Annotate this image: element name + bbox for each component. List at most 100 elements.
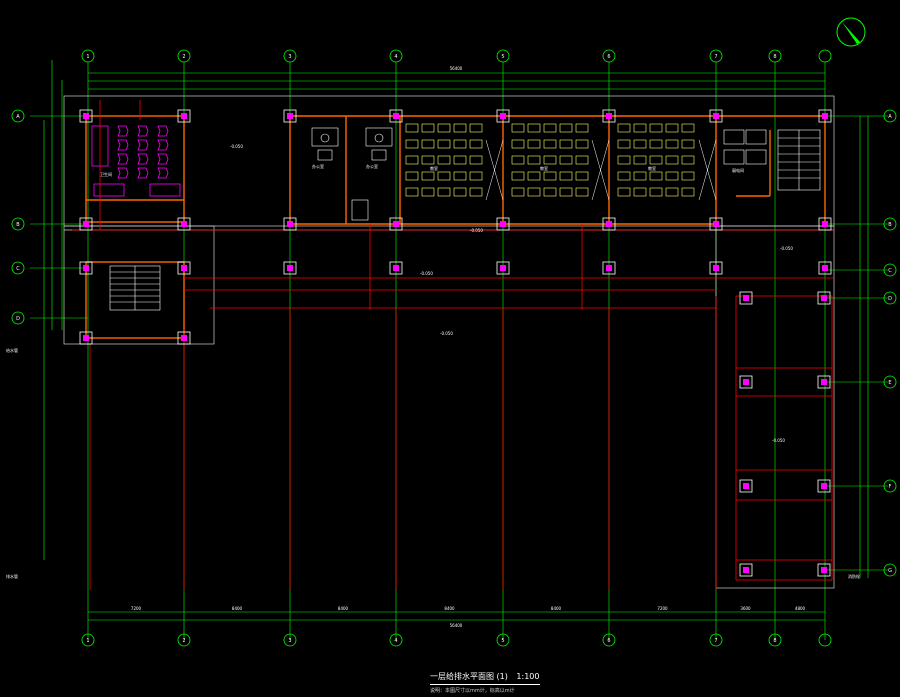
column-square bbox=[739, 563, 753, 577]
bottom-total-dim: 56400 bbox=[450, 623, 463, 628]
toilet-icon bbox=[137, 167, 149, 179]
column-square bbox=[283, 217, 297, 231]
column-core bbox=[822, 221, 828, 227]
axis-bubble bbox=[883, 217, 897, 231]
column-square bbox=[818, 109, 832, 123]
axis-label: 4 bbox=[394, 54, 397, 60]
desk-icon bbox=[469, 187, 483, 197]
desk-icon bbox=[681, 155, 695, 165]
desk-icon bbox=[437, 171, 451, 181]
desk-icon bbox=[421, 123, 435, 133]
column-core bbox=[287, 113, 293, 119]
axis-bubble bbox=[177, 633, 191, 647]
column-square bbox=[177, 109, 191, 123]
desk-icon bbox=[617, 187, 631, 197]
axis-label: 2 bbox=[182, 54, 185, 60]
desk-icon bbox=[453, 155, 467, 165]
column-square bbox=[79, 109, 93, 123]
column-core bbox=[743, 483, 749, 489]
desk-icon bbox=[453, 123, 467, 133]
svg-text:-0.050: -0.050 bbox=[420, 271, 433, 276]
desk-icon bbox=[681, 171, 695, 181]
axis-label: 8 bbox=[773, 638, 776, 644]
column-square bbox=[177, 261, 191, 275]
desk-icon bbox=[527, 123, 541, 133]
column-core bbox=[713, 113, 719, 119]
column-square bbox=[177, 217, 191, 231]
column-core bbox=[500, 221, 506, 227]
column-square bbox=[283, 261, 297, 275]
axis-bubble bbox=[11, 311, 25, 325]
desk-icon bbox=[633, 139, 647, 149]
desk-icon bbox=[575, 123, 589, 133]
office-furniture bbox=[311, 127, 767, 221]
sink-icon bbox=[93, 183, 125, 197]
desk-icon bbox=[633, 155, 647, 165]
desk-icon bbox=[559, 155, 573, 165]
desk-icon bbox=[559, 187, 573, 197]
desk-icon bbox=[665, 187, 679, 197]
axis-label: 3 bbox=[288, 54, 291, 60]
desk-icon bbox=[665, 171, 679, 181]
desk-icon bbox=[421, 155, 435, 165]
axis-label: 7 bbox=[714, 638, 717, 644]
column-core bbox=[83, 221, 89, 227]
desk-icon bbox=[527, 171, 541, 181]
annotations: -0.050 -0.050 -0.050 -0.050 -0.050 -0.05… bbox=[230, 144, 793, 443]
desk-icon bbox=[633, 187, 647, 197]
column-core bbox=[393, 113, 399, 119]
desk-icon bbox=[511, 123, 525, 133]
desk-icon bbox=[511, 155, 525, 165]
svg-text:-0.050: -0.050 bbox=[780, 246, 793, 251]
axis-label: 6 bbox=[607, 638, 610, 644]
axis-bubble bbox=[768, 49, 782, 63]
column-core bbox=[821, 379, 827, 385]
sink-icon bbox=[149, 183, 181, 197]
axis-label: B bbox=[16, 222, 20, 228]
desk-icon bbox=[575, 187, 589, 197]
axis-label: 2 bbox=[182, 638, 185, 644]
axis-bubble bbox=[883, 375, 897, 389]
room-label: 办公室 bbox=[312, 163, 324, 169]
toilet-icon bbox=[117, 125, 129, 137]
bottom-dim-text: 7200 bbox=[657, 606, 668, 611]
svg-text:-0.050: -0.050 bbox=[470, 228, 483, 233]
axis-bubble bbox=[11, 261, 25, 275]
desk-icon bbox=[527, 187, 541, 197]
axis-label: B bbox=[888, 222, 892, 228]
axis-label: F bbox=[889, 484, 892, 490]
desk-icon bbox=[649, 187, 663, 197]
column-core bbox=[743, 295, 749, 301]
bottom-dim-text: 8400 bbox=[551, 606, 562, 611]
axis-label: C bbox=[888, 268, 892, 274]
column-core bbox=[83, 113, 89, 119]
desk-icon bbox=[665, 123, 679, 133]
column-square bbox=[709, 217, 723, 231]
desk-icon bbox=[453, 171, 467, 181]
column-square bbox=[283, 109, 297, 123]
structural-columns bbox=[79, 109, 832, 577]
toilet-icon bbox=[137, 153, 149, 165]
column-square bbox=[709, 261, 723, 275]
total-width-dim: 56400 bbox=[450, 66, 463, 71]
column-core bbox=[181, 265, 187, 271]
desk-icon bbox=[649, 171, 663, 181]
axis-bubble bbox=[709, 49, 723, 63]
axis-bubble bbox=[11, 217, 25, 231]
axis-bubble bbox=[883, 291, 897, 305]
desk-icon bbox=[543, 155, 557, 165]
north-arrow-icon bbox=[836, 17, 866, 47]
column-core bbox=[713, 265, 719, 271]
column-square bbox=[79, 261, 93, 275]
toilet-icon bbox=[157, 167, 169, 179]
column-square bbox=[79, 331, 93, 345]
axis-bubble bbox=[883, 563, 897, 577]
column-core bbox=[500, 265, 506, 271]
water-pipes bbox=[72, 100, 834, 590]
axis-label: 3 bbox=[288, 638, 291, 644]
column-core bbox=[743, 379, 749, 385]
svg-text:-0.050: -0.050 bbox=[440, 331, 453, 336]
bottom-dim-text: 8400 bbox=[444, 606, 455, 611]
axis-label: D bbox=[888, 296, 892, 302]
